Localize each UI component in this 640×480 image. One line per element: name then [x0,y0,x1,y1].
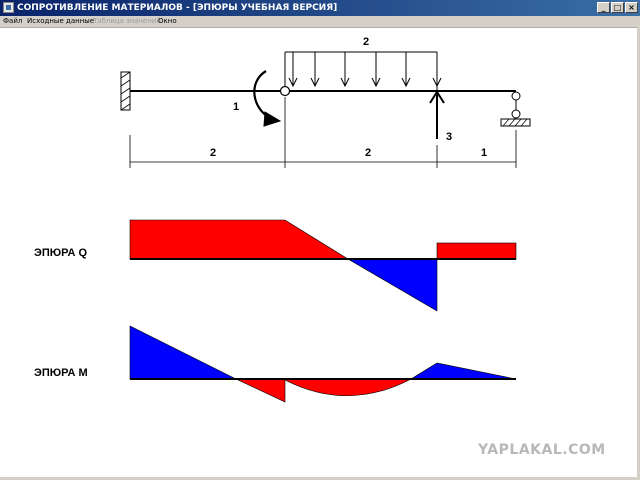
point-force-label: 3 [446,131,452,143]
menu-values-table[interactable]: Таблица значений [93,17,161,25]
m-negative-right-area [409,362,517,380]
menu-window[interactable]: Окно [158,17,177,25]
moment-label: 1 [233,101,239,113]
m-positive-left-area [235,378,286,403]
distributed-load-label: 2 [363,36,369,48]
menu-file[interactable]: Файл [3,17,23,25]
app-icon[interactable] [3,2,14,13]
q-negative-area [346,258,438,312]
maximize-button[interactable]: □ [611,2,624,13]
q-positive-area [129,219,350,260]
roller-support-icon [500,91,531,127]
moment-arrow-icon [253,70,282,127]
q-diagram-label: ЭПЮРА Q [34,247,87,259]
hinge-icon [279,85,291,97]
menu-input-data[interactable]: Исходные данные [27,17,95,25]
span-2-label: 2 [365,147,371,159]
span-3-label: 1 [481,147,487,159]
window-frame-right [637,16,640,480]
point-force-arrow-icon [429,90,445,139]
fixed-support-icon [120,71,131,111]
m-diagram-label: ЭПЮРА M [34,367,88,379]
distributed-load [284,51,442,91]
span-1-label: 2 [210,147,216,159]
beam-scheme: 2 3 1 [120,36,531,168]
m-diagram: ЭПЮРА M [34,325,517,403]
title-bar[interactable]: СОПРОТИВЛЕНИЕ МАТЕРИАЛОВ - [ЭПЮРЫ УЧЕБНА… [0,0,640,16]
minimize-button[interactable]: _ [597,2,610,13]
dimension-line [129,97,517,168]
q-positive-right-area [436,242,517,260]
menu-bar: Файл Исходные данные Таблица значений Ок… [0,16,640,28]
m-positive-parabola-area [284,378,412,397]
q-diagram: ЭПЮРА Q [34,219,517,312]
drawing-canvas: 2 3 1 [34,36,531,403]
close-button[interactable]: × [625,2,638,13]
watermark: YAPLAKAL.COM [478,442,606,458]
window-frame-bottom [0,477,640,480]
window-title: СОПРОТИВЛЕНИЕ МАТЕРИАЛОВ - [ЭПЮРЫ УЧЕБНА… [17,3,338,13]
m-negative-left-area [129,325,237,380]
